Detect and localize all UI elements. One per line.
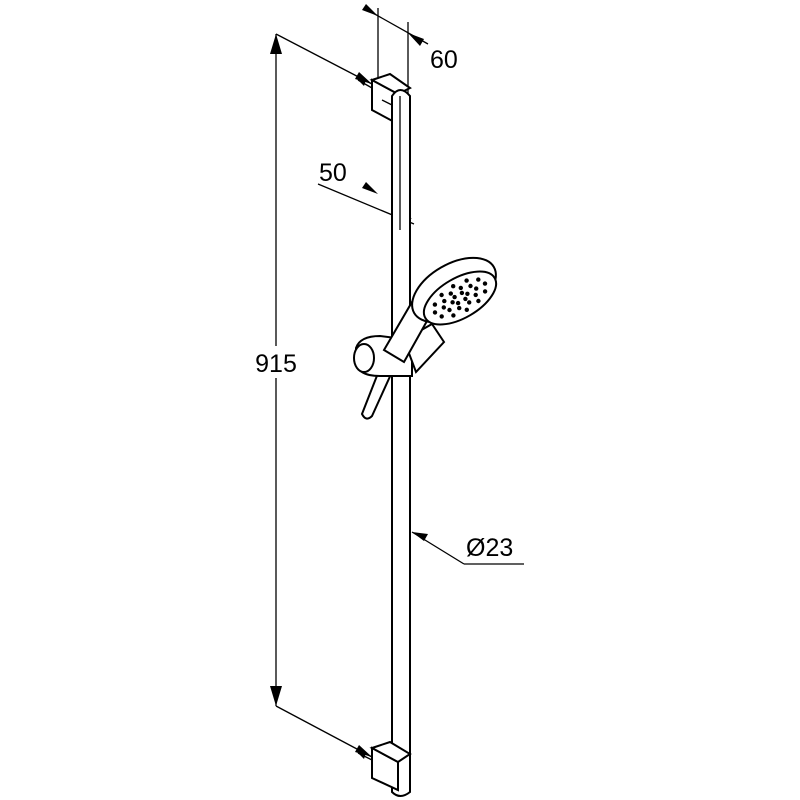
spray-nozzle — [464, 278, 469, 283]
arrow-50-left — [362, 182, 378, 194]
shower-rail — [391, 89, 411, 797]
spray-nozzle — [457, 305, 462, 311]
spray-nozzle — [450, 300, 455, 305]
spray-nozzle — [476, 277, 481, 282]
arrow-60-left — [362, 4, 378, 16]
spray-nozzle — [451, 284, 456, 289]
spray-nozzle — [463, 296, 468, 302]
spray-nozzle — [439, 292, 444, 298]
extension-line-bottom — [275, 705, 373, 758]
dimension-label-60: 60 — [430, 46, 458, 74]
bracket-bottom-face — [369, 740, 412, 764]
arrow-top-915 — [270, 34, 282, 54]
dimension-label-diameter: Ø23 — [466, 534, 513, 562]
slider-lever — [360, 366, 394, 420]
dimension-diameter: Ø23 — [411, 531, 524, 565]
wall-bracket-bottom — [356, 740, 412, 792]
hand-shower — [382, 256, 498, 364]
arrow-ext-bottom — [355, 745, 372, 757]
label-knockout-915 — [246, 346, 306, 378]
spray-nozzle — [451, 313, 456, 318]
slider-knob — [353, 343, 375, 373]
arrow-60-right — [408, 33, 424, 46]
dimension-60: 60 — [362, 4, 458, 96]
spray-nozzle — [432, 302, 438, 307]
spray-nozzle — [474, 286, 479, 291]
spray-nozzle — [447, 307, 452, 313]
spray-nozzle — [452, 294, 457, 300]
arrow-diameter — [412, 532, 428, 541]
spray-nozzle — [476, 298, 481, 304]
spray-nozzles — [432, 277, 488, 319]
spray-nozzle — [432, 310, 438, 315]
dimension-label-50: 50 — [319, 159, 347, 187]
spray-nozzle — [473, 292, 478, 298]
spray-nozzle — [465, 291, 470, 296]
screw-top-tip — [356, 78, 366, 86]
spray-nozzle — [442, 298, 447, 304]
dimension-915: 915 — [246, 33, 373, 758]
screw-bottom-tip — [356, 751, 366, 759]
spray-nozzle — [482, 281, 488, 286]
spray-nozzle — [459, 290, 465, 296]
spray-nozzle — [441, 305, 446, 310]
spray-nozzle — [455, 300, 461, 306]
spray-nozzle — [448, 291, 453, 296]
spray-nozzle — [439, 314, 444, 319]
hand-shower-head-face — [422, 270, 498, 326]
rail-body — [391, 89, 411, 797]
extension-line-top — [275, 33, 373, 85]
spray-nozzle — [458, 285, 463, 291]
spray-nozzle — [464, 307, 469, 312]
arrow-ext-top — [355, 72, 372, 84]
spray-nozzle — [482, 289, 488, 294]
spray-nozzle — [467, 300, 472, 305]
dimension-label-915: 915 — [255, 350, 297, 378]
spray-nozzle — [468, 283, 473, 289]
arrow-bottom-915 — [270, 686, 282, 706]
